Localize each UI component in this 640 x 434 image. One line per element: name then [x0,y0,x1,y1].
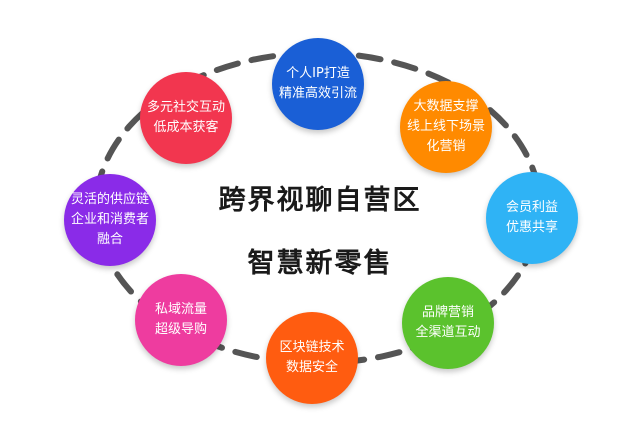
node-label: 多元社交互动 [146,100,225,115]
node-social-interaction: 多元社交互动 低成本获客 [140,72,232,164]
node-label: 优惠共享 [505,220,558,235]
node-member-benefits: 会员利益 优惠共享 [486,172,578,264]
node-blockchain: 区块链技术 数据安全 [266,312,358,404]
node-label: 低成本获客 [153,120,219,135]
node-label: 数据安全 [285,360,338,375]
node-label: 个人IP打造 [286,66,350,81]
node-label: 品牌营销 [421,305,474,320]
node-label: 灵活的供应链 [70,192,149,207]
node-label: 超级导购 [154,322,207,337]
node-supply-chain: 灵活的供应链 企业和消费者 融合 [64,174,156,266]
center-title: 跨界视聊自营区 [218,185,422,216]
node-label: 全渠道互动 [415,325,481,340]
center-subtitle: 智慧新零售 [247,248,393,279]
node-big-data: 大数据支撑 线上线下场景 化营销 [400,81,492,173]
node-private-traffic: 私域流量 超级导购 [135,274,227,366]
node-personal-ip: 个人IP打造 精准高效引流 [272,38,364,130]
node-label: 化营销 [426,139,466,154]
node-label: 区块链技术 [279,340,345,355]
node-label: 大数据支撑 [413,99,479,114]
node-label: 线上线下场景 [406,119,485,134]
node-label: 企业和消费者 [70,212,149,227]
node-label: 精准高效引流 [278,86,357,101]
node-label: 融合 [96,232,123,247]
node-label: 会员利益 [505,200,558,215]
node-brand-marketing: 品牌营销 全渠道互动 [402,277,494,369]
node-label: 私域流量 [154,302,207,317]
